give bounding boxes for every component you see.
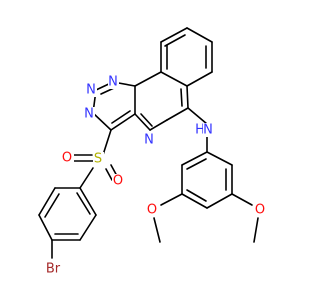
amine-nitrogen-label: H N [195,123,214,138]
svg-text:N: N [203,123,213,138]
bond [160,27,188,43]
bond [186,85,189,109]
molecule-structure: N N N N H N S O O [0,0,300,300]
bond [110,113,136,131]
bond [134,113,151,131]
bond [186,27,213,43]
svg-text:N: N [86,83,96,98]
svg-text:O: O [147,203,157,218]
svg-text:S: S [94,152,102,167]
bonds [38,27,259,259]
oxygen-atom-label: O [112,174,124,189]
bond [140,113,153,127]
bond [160,193,183,206]
bond [38,214,53,241]
oxygen-atom-label: O [254,203,266,218]
bond [186,189,207,202]
bond [79,187,97,216]
bond [44,193,60,218]
svg-text:O: O [255,203,265,218]
bond [181,151,208,166]
bond [38,187,56,216]
bond [180,88,183,107]
nitrogen-atom-label: N [86,83,97,98]
bond [166,107,189,121]
svg-text:O: O [62,151,72,166]
svg-text:O: O [113,174,123,189]
bond [105,168,113,181]
bond [153,217,161,243]
oxygen-atom-label: O [146,203,158,218]
sulfur-atom-label: S [93,152,104,167]
bond [160,71,188,87]
bond [253,217,259,243]
atom-labels: N N N N H N S O O [43,75,266,277]
bond [186,158,207,170]
svg-text:Br: Br [46,262,61,277]
bond [187,107,208,125]
bond [111,110,131,124]
nitrogen-atom-label: N [108,75,119,90]
nitrogen-atom-label: N [144,133,155,148]
svg-text:N: N [144,133,154,148]
svg-text:N: N [84,107,94,122]
background [0,0,300,300]
bond [181,193,208,209]
bond [79,214,97,241]
bond [92,112,112,131]
bromine-atom-label: Br [43,262,63,277]
bond [231,193,253,206]
oxygen-atom-label: O [62,151,74,166]
bond [206,193,233,209]
bond [79,167,94,189]
nitrogen-atom-label: N [84,107,95,122]
bond [149,119,168,131]
bond [76,192,91,215]
svg-text:H: H [195,123,205,138]
bond [134,71,162,87]
bond [186,71,213,87]
bond [206,151,233,166]
bond [164,34,186,47]
svg-text:N: N [108,75,118,90]
